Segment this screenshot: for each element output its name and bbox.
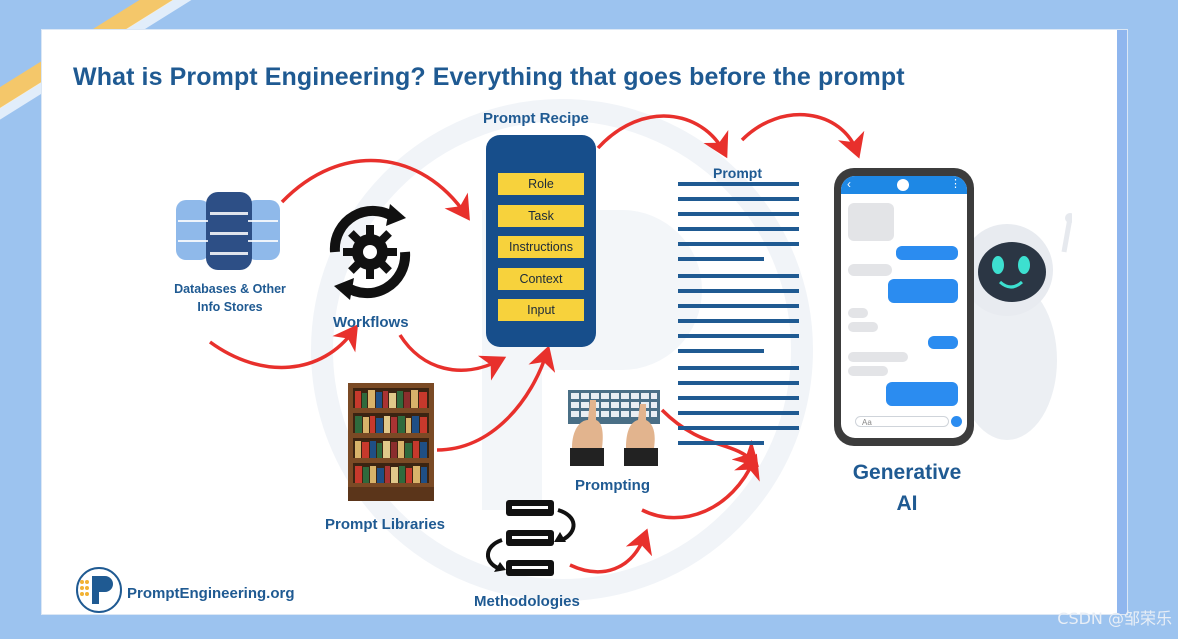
chat-bubble <box>848 352 908 362</box>
keyboard-hands-icon <box>568 390 660 466</box>
chat-input-field[interactable]: Aa <box>855 416 949 427</box>
avatar <box>897 179 909 191</box>
methodologies-label: Methodologies <box>474 593 580 610</box>
workflow-gear-icon <box>329 204 411 300</box>
arrow-prompt-to-ai <box>740 113 865 159</box>
prompt-recipe-card: Role Task Instructions Context Input <box>486 135 596 347</box>
recipe-item-context: Context <box>498 268 584 290</box>
page-title: What is Prompt Engineering? Everything t… <box>73 63 905 91</box>
arrow-recipe-to-prompt <box>596 114 729 159</box>
chat-bubble <box>896 246 958 260</box>
workflows-label: Workflows <box>333 314 409 331</box>
generative-ai-line1: Generative <box>852 461 962 484</box>
arrow-methodologies-to-prompt <box>641 453 760 520</box>
phone-screen: ‹ ⋮ Aa <box>841 176 967 438</box>
chat-bubble <box>848 322 878 332</box>
recipe-item-input: Input <box>498 299 584 321</box>
prompt-libraries-label: Prompt Libraries <box>325 516 446 533</box>
databases-label: Databases & Other Info Stores <box>160 280 300 316</box>
chat-bubble <box>928 336 958 349</box>
generative-ai-line2: AI <box>896 492 918 515</box>
arrow-db-to-workflows <box>208 324 359 370</box>
send-icon[interactable] <box>951 416 962 427</box>
chat-bubble <box>848 203 894 241</box>
back-chevron-icon: ‹ <box>847 177 851 191</box>
chat-bubble <box>848 264 892 276</box>
prompt-text-lines <box>678 182 799 445</box>
logo-text[interactable]: PromptEngineering.org <box>127 585 295 602</box>
recipe-item-task: Task <box>498 205 584 227</box>
recipe-item-role: Role <box>498 173 584 195</box>
logo-p-icon <box>76 567 122 613</box>
phone-status-bar: ‹ ⋮ <box>841 176 967 194</box>
more-icon: ⋮ <box>950 178 961 190</box>
arrow-libraries-to-recipe <box>436 345 556 452</box>
recipe-item-instructions: Instructions <box>498 236 584 258</box>
slide-card: What is Prompt Engineering? Everything t… <box>42 30 1127 614</box>
card-edge <box>1117 30 1127 614</box>
databases-label-line2: Info Stores <box>197 300 263 314</box>
prompting-label: Prompting <box>575 477 650 494</box>
chat-bubble <box>886 382 958 406</box>
flow-arrows <box>208 113 865 574</box>
prompt-recipe-label: Prompt Recipe <box>483 110 589 127</box>
robot-icon <box>957 213 1072 440</box>
prompt-label: Prompt <box>713 165 762 181</box>
chat-input-placeholder: Aa <box>862 418 872 427</box>
phone-icon: ‹ ⋮ Aa <box>834 168 974 446</box>
arrow-workflows-to-recipe <box>398 334 507 381</box>
chat-bubble <box>848 308 868 318</box>
bookshelf-icon <box>348 383 434 501</box>
methodology-cycle-icon <box>486 500 576 576</box>
csdn-watermark: CSDN @邹荣乐 <box>1057 609 1172 628</box>
arrow-db-to-recipe <box>280 158 470 221</box>
databases-label-line1: Databases & Other <box>174 282 286 296</box>
arrow-methodologies-loop <box>569 528 653 574</box>
chat-bubble <box>848 366 888 376</box>
chat-bubble <box>888 279 958 303</box>
generative-ai-label: Generative AI <box>837 457 977 519</box>
database-icon <box>176 192 280 270</box>
